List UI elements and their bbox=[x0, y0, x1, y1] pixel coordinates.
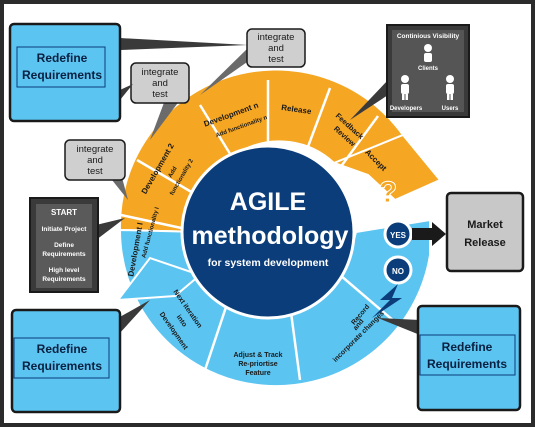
segment-release: Release bbox=[281, 103, 313, 116]
market-release-box bbox=[445, 191, 525, 273]
integrate-callout-2-line3: test bbox=[152, 89, 168, 100]
redefine-bl-pointer bbox=[118, 300, 150, 335]
visibility-developers: Developers bbox=[390, 106, 423, 112]
redefine-br-inner bbox=[419, 334, 516, 376]
visibility-title: Continious Visibility bbox=[397, 33, 460, 40]
redefine-top-inner bbox=[16, 46, 106, 88]
start-line3: Requirements bbox=[42, 251, 86, 258]
start-pointer bbox=[96, 218, 125, 240]
integrate-callout-2-line2: and bbox=[152, 78, 168, 89]
integrate-callout-3-line3: test bbox=[87, 166, 103, 177]
integrate-callout-2-line1: integrate bbox=[142, 67, 179, 78]
redefine-br-box bbox=[416, 304, 522, 412]
segment-adjust-1: Adjust & Track bbox=[233, 352, 282, 359]
integrate-callout-3-line2: and bbox=[87, 155, 103, 166]
developers-icon bbox=[401, 75, 409, 100]
no-arrow bbox=[372, 284, 402, 318]
no-label: NO bbox=[392, 267, 404, 276]
integrate-callout-1-line3: test bbox=[268, 54, 284, 65]
clients-icon bbox=[424, 44, 432, 62]
redefine-top-box bbox=[8, 22, 122, 123]
redefine-top-line1: Redefine bbox=[37, 51, 88, 65]
redefine-top-pointer bbox=[120, 38, 248, 50]
market-release-line2: Release bbox=[464, 237, 506, 249]
visibility-users: Users bbox=[442, 106, 459, 112]
redefine-top-line2: Requirements bbox=[22, 68, 102, 82]
test-label: TEST bbox=[417, 233, 436, 240]
yes-label: YES bbox=[390, 231, 407, 240]
start-line1: Initiate Project bbox=[42, 226, 88, 233]
market-release-line1: Market bbox=[467, 219, 503, 231]
integrate-callout-3-line1: integrate bbox=[77, 144, 114, 155]
visibility-clients: Clients bbox=[418, 66, 439, 72]
start-line5: Requirements bbox=[42, 276, 86, 283]
center-caption: for system development bbox=[208, 257, 329, 269]
redefine-br-pointer bbox=[378, 318, 420, 335]
start-line4: High level bbox=[49, 267, 80, 274]
segment-adjust-2: Re-priortise bbox=[238, 361, 277, 368]
redefine-bl-inner bbox=[13, 337, 110, 379]
integrate-callout-1 bbox=[246, 28, 306, 68]
redefine-bl-box bbox=[10, 308, 122, 414]
segment-development-2-sub-1: Add bbox=[168, 166, 179, 179]
integrate-callout-1-pointer bbox=[200, 48, 250, 95]
start-line2: Define bbox=[54, 242, 74, 249]
start-title: START bbox=[51, 208, 77, 217]
test-arrow bbox=[412, 222, 446, 246]
visibility-pointer bbox=[350, 80, 388, 120]
integrate-callout-1-line1: integrate bbox=[258, 32, 295, 43]
integrate-callout-3 bbox=[64, 139, 126, 181]
integrate-callout-1-line2: and bbox=[268, 43, 284, 54]
segment-adjust-3: Feature bbox=[245, 370, 270, 377]
center-subtitle: methodology bbox=[192, 222, 349, 250]
center-circle bbox=[180, 144, 356, 320]
question-mark: ? bbox=[379, 176, 397, 209]
redefine-br-line1: Redefine bbox=[442, 340, 493, 354]
redefine-bl-line2: Requirements bbox=[22, 359, 102, 373]
center-title: AGILE bbox=[230, 188, 306, 216]
redefine-br-line2: Requirements bbox=[427, 357, 507, 371]
integrate-callout-2-pointer bbox=[150, 100, 180, 140]
start-inner bbox=[36, 204, 92, 288]
yes-circle bbox=[383, 219, 413, 249]
no-circle bbox=[383, 255, 413, 285]
redefine-bl-line1: Redefine bbox=[37, 342, 88, 356]
redefine-top-pointer-2 bbox=[120, 84, 133, 100]
integrate-callout-2 bbox=[130, 62, 190, 104]
users-icon bbox=[446, 75, 454, 100]
